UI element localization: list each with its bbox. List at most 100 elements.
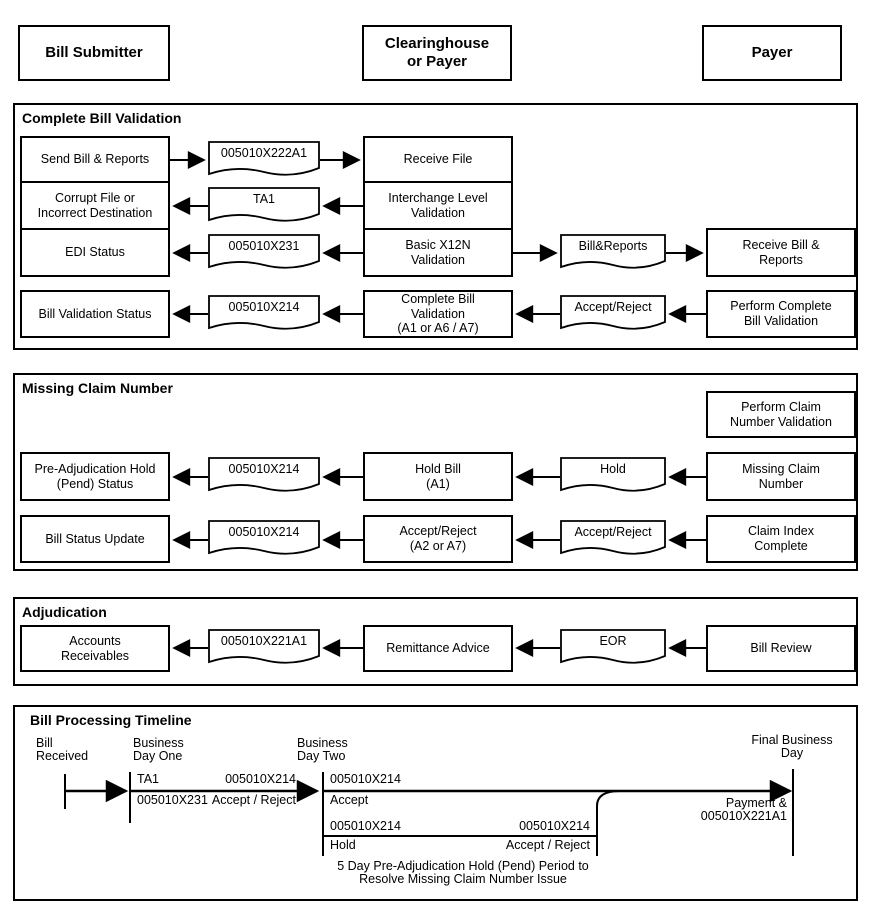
box-bill-review: Bill Review bbox=[706, 625, 856, 672]
box-hold-bill-a1: Hold Bill (A1) bbox=[363, 452, 513, 501]
doc-accept-reject: Accept/Reject bbox=[560, 520, 666, 558]
document-shape bbox=[208, 234, 320, 272]
document-shape bbox=[560, 629, 666, 667]
document-shape bbox=[208, 457, 320, 495]
timeline-text-payment: Payment & 005010X221A1 bbox=[700, 796, 787, 824]
document-shape bbox=[208, 520, 320, 558]
doc-label: 005010X214 bbox=[228, 462, 300, 476]
timeline-text-hold-accept-reject: Accept / Reject bbox=[505, 838, 590, 852]
section-missing-claim-number bbox=[13, 373, 858, 571]
section-title-adjudication: Adjudication bbox=[22, 604, 107, 620]
lane-label: Payer bbox=[751, 44, 793, 62]
doc-005010x222a1: 005010X222A1 bbox=[208, 141, 320, 179]
box-receive-file: Receive File bbox=[363, 136, 513, 183]
timeline-label-bill-received: Bill Received bbox=[36, 736, 89, 764]
box-label: Receive File bbox=[403, 152, 473, 167]
section-complete-bill-validation bbox=[13, 103, 858, 350]
box-corrupt-file: Corrupt File or Incorrect Destination bbox=[20, 181, 170, 230]
doc-bill-and-reports: Bill&Reports bbox=[560, 234, 666, 272]
box-send-bill-reports: Send Bill & Reports bbox=[20, 136, 170, 183]
box-perform-claim-number-validation: Perform Claim Number Validation bbox=[706, 391, 856, 438]
box-label: EDI Status bbox=[65, 245, 125, 260]
doc-label: Bill&Reports bbox=[578, 239, 648, 253]
box-label: Complete Bill Validation (A1 or A6 / A7) bbox=[397, 291, 479, 336]
box-interchange-level-validation: Interchange Level Validation bbox=[363, 181, 513, 230]
box-label: Claim Index Complete bbox=[748, 524, 814, 553]
section-title-missing-claim-number: Missing Claim Number bbox=[22, 380, 173, 396]
timeline-text-hold: Hold bbox=[330, 838, 356, 852]
box-label: Hold Bill (A1) bbox=[415, 461, 461, 491]
doc-label: TA1 bbox=[253, 192, 275, 206]
document-shape bbox=[560, 234, 666, 272]
doc-label: 005010X231 bbox=[228, 239, 300, 253]
box-accept-reject-a2-a7: Accept/Reject (A2 or A7) bbox=[363, 515, 513, 563]
section-title-complete-bill-validation: Complete Bill Validation bbox=[22, 110, 182, 126]
box-label: Interchange Level Validation bbox=[388, 190, 488, 220]
box-bill-validation-status: Bill Validation Status bbox=[20, 290, 170, 338]
timeline-text-005010x214: 005010X214 bbox=[330, 772, 401, 786]
box-label: Accept/Reject (A2 or A7) bbox=[399, 524, 477, 553]
section-bill-processing-timeline bbox=[13, 705, 858, 901]
box-basic-x12n-validation: Basic X12N Validation bbox=[363, 228, 513, 277]
doc-005010x214: 005010X214 bbox=[208, 520, 320, 558]
section-adjudication bbox=[13, 597, 858, 686]
box-label: Basic X12N Validation bbox=[405, 237, 471, 267]
doc-hold: Hold bbox=[560, 457, 666, 495]
section-title-bill-processing-timeline: Bill Processing Timeline bbox=[30, 712, 192, 728]
document-shape bbox=[560, 457, 666, 495]
box-label: Bill Review bbox=[750, 641, 812, 656]
doc-label: Accept/Reject bbox=[574, 300, 652, 314]
box-label: Pre-Adjudication Hold (Pend) Status bbox=[34, 461, 156, 491]
box-claim-index-complete: Claim Index Complete bbox=[706, 515, 856, 563]
timeline-text-accept: Accept bbox=[330, 793, 369, 807]
timeline-label-business-day-one: Business Day One bbox=[133, 736, 184, 764]
box-pre-adjudication-hold: Pre-Adjudication Hold (Pend) Status bbox=[20, 452, 170, 501]
box-label: Bill Validation Status bbox=[38, 306, 152, 321]
box-label: Remittance Advice bbox=[386, 641, 490, 656]
document-shape bbox=[208, 187, 320, 225]
box-label: Perform Claim Number Validation bbox=[730, 399, 832, 429]
timeline-text-005010x214: 005010X214 bbox=[225, 772, 296, 786]
box-label: Bill Status Update bbox=[45, 531, 145, 546]
box-remittance-advice: Remittance Advice bbox=[363, 625, 513, 672]
doc-label: 005010X214 bbox=[228, 300, 300, 314]
document-shape bbox=[208, 141, 320, 179]
box-missing-claim-number: Missing Claim Number bbox=[706, 452, 856, 501]
doc-accept-reject: Accept/Reject bbox=[560, 295, 666, 333]
lane-clearinghouse-or-payer: Clearinghouse or Payer bbox=[362, 25, 512, 81]
box-perform-complete-bill-validation: Perform Complete Bill Validation bbox=[706, 290, 856, 338]
doc-005010x221a1: 005010X221A1 bbox=[208, 629, 320, 667]
box-label: Perform Complete Bill Validation bbox=[730, 299, 832, 328]
timeline-label-business-day-two: Business Day Two bbox=[297, 736, 348, 764]
box-label: Accounts Receivables bbox=[60, 633, 130, 663]
lane-bill-submitter: Bill Submitter bbox=[18, 25, 170, 81]
document-shape bbox=[208, 629, 320, 667]
box-label: Send Bill & Reports bbox=[40, 152, 150, 167]
timeline-text-hold-005010x214: 005010X214 bbox=[330, 819, 401, 833]
doc-label: Accept/Reject bbox=[574, 525, 652, 539]
timeline-label-final-business-day: Final Business Day bbox=[751, 733, 833, 761]
doc-005010x214: 005010X214 bbox=[208, 295, 320, 333]
box-bill-status-update: Bill Status Update bbox=[20, 515, 170, 563]
timeline-text-005010x231: 005010X231 bbox=[137, 793, 208, 807]
box-label: Missing Claim Number bbox=[742, 461, 820, 491]
box-label: Receive Bill & Reports bbox=[742, 237, 820, 267]
box-receive-bill-reports: Receive Bill & Reports bbox=[706, 228, 856, 277]
lane-payer: Payer bbox=[702, 25, 842, 81]
doc-label: Hold bbox=[600, 462, 626, 476]
box-label: Corrupt File or Incorrect Destination bbox=[37, 190, 153, 220]
doc-label: 005010X214 bbox=[228, 525, 300, 539]
box-accounts-receivables: Accounts Receivables bbox=[20, 625, 170, 672]
doc-eor: EOR bbox=[560, 629, 666, 667]
doc-005010x231: 005010X231 bbox=[208, 234, 320, 272]
timeline-text-hold-005010x214: 005010X214 bbox=[519, 819, 590, 833]
doc-label: 005010X222A1 bbox=[220, 146, 308, 160]
doc-label: EOR bbox=[599, 634, 627, 648]
document-shape bbox=[208, 295, 320, 333]
box-complete-bill-validation: Complete Bill Validation (A1 or A6 / A7) bbox=[363, 290, 513, 338]
timeline-hold-caption: 5 Day Pre-Adjudication Hold (Pend) Perio… bbox=[337, 859, 589, 887]
lane-label: Bill Submitter bbox=[45, 44, 143, 62]
document-shape bbox=[560, 295, 666, 333]
document-shape bbox=[560, 520, 666, 558]
